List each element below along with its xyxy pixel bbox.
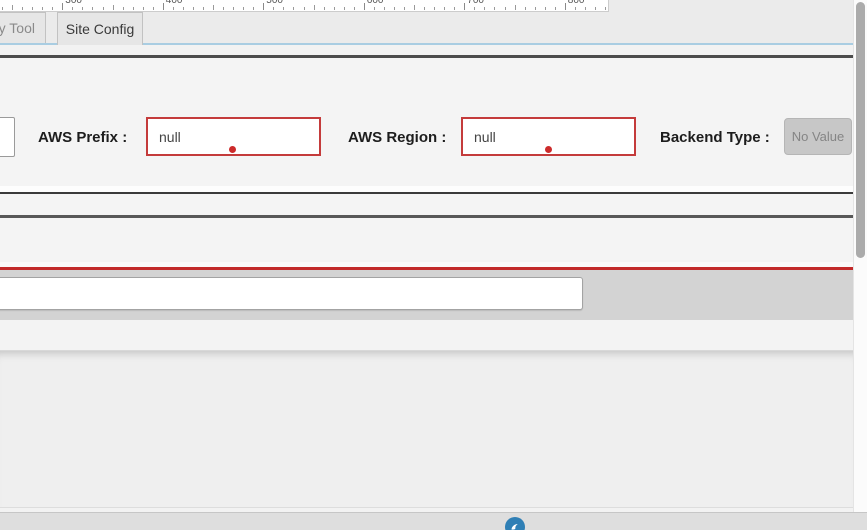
ruler-tick xyxy=(534,7,536,10)
tab-accent-line xyxy=(0,43,853,45)
aws-region-field xyxy=(461,117,636,156)
ruler-tick xyxy=(283,7,285,10)
ruler-tick xyxy=(233,7,235,10)
ruler-tick xyxy=(373,7,375,10)
ruler-tick xyxy=(404,7,405,10)
ruler-tick xyxy=(182,7,184,10)
ruler-label: 700 xyxy=(467,0,484,6)
ruler-tick xyxy=(444,7,446,10)
ruler-tick xyxy=(62,3,64,10)
ruler-tick xyxy=(605,7,606,10)
aws-prefix-label: AWS Prefix : xyxy=(38,129,128,146)
aws-prefix-input[interactable] xyxy=(146,117,321,156)
ruler-tick xyxy=(514,5,516,10)
ruler-tick xyxy=(32,7,34,10)
tab-site-config-label: Site Config xyxy=(65,21,135,37)
ruler-tick xyxy=(72,7,74,10)
ruler-tick xyxy=(484,7,486,10)
ruler-tick xyxy=(333,7,335,10)
aws-prefix-field xyxy=(146,117,321,156)
backend-type-value[interactable]: No Value xyxy=(784,118,852,155)
ruler-tick xyxy=(464,3,466,10)
ruler-tick xyxy=(343,7,345,10)
ruler-tick xyxy=(363,3,365,10)
status-band xyxy=(0,512,867,530)
ruler-tick xyxy=(454,7,456,10)
ruler-tick xyxy=(223,7,225,10)
divider-highlight xyxy=(0,262,853,267)
ruler-tick xyxy=(253,7,255,10)
ruler-tick xyxy=(474,7,476,10)
ruler-tick xyxy=(142,7,144,10)
ruler-tick xyxy=(162,3,164,10)
validation-dot xyxy=(545,146,552,153)
ruler-tick xyxy=(2,7,3,10)
ruler-tick xyxy=(524,7,526,10)
ruler-tick xyxy=(293,7,295,10)
content-area xyxy=(0,320,853,350)
ruler-tick xyxy=(172,7,174,10)
wide-text-input[interactable] xyxy=(0,277,583,310)
tab-tool-label: y Tool xyxy=(0,20,35,36)
ruler-tick xyxy=(424,7,426,10)
ruler-tick xyxy=(112,5,114,10)
section-divider xyxy=(0,192,853,194)
empty-panel xyxy=(0,350,853,508)
dove-icon[interactable] xyxy=(505,517,525,530)
ruler-tick xyxy=(414,5,416,10)
ruler-tick xyxy=(554,7,556,10)
ruler-tick xyxy=(353,7,355,10)
red-section-divider xyxy=(0,267,853,270)
ruler-tick xyxy=(273,7,275,10)
ruler-tick xyxy=(22,7,24,10)
ruler-tick xyxy=(82,7,84,10)
ruler-tick xyxy=(564,3,566,10)
tab-site-config[interactable]: Site Config xyxy=(57,12,143,45)
ruler-tick xyxy=(203,7,204,10)
ruler-tick xyxy=(42,7,44,10)
edge-input[interactable] xyxy=(0,117,15,157)
ruler-tick xyxy=(434,7,436,10)
ruler-tick xyxy=(263,3,265,10)
ruler-tick xyxy=(544,7,546,10)
tab-tool[interactable]: y Tool xyxy=(0,12,46,43)
ruler-tick xyxy=(303,7,305,10)
ruler-tick xyxy=(594,7,596,10)
ruler-tick xyxy=(152,7,154,10)
ruler-tick xyxy=(12,5,14,10)
section-divider xyxy=(0,55,853,58)
content-area xyxy=(0,218,853,262)
horizontal-ruler: 300 400 500 600 700 800 xyxy=(0,0,609,12)
ruler-tick xyxy=(504,7,506,10)
ruler-label: 400 xyxy=(165,0,183,6)
ruler-tick xyxy=(122,7,124,10)
backend-type-label: Backend Type : xyxy=(660,129,770,146)
ruler-tick xyxy=(243,7,245,10)
section-divider xyxy=(0,215,853,218)
scrollbar-thumb[interactable] xyxy=(856,2,865,258)
ruler-tick xyxy=(313,5,315,10)
divider-highlight xyxy=(0,186,853,192)
ruler-tick xyxy=(494,7,496,10)
ruler-tick xyxy=(323,7,325,10)
ruler-tick xyxy=(52,7,54,10)
ruler-label: 800 xyxy=(567,0,585,6)
ruler-label: 500 xyxy=(266,0,283,6)
ruler-tick xyxy=(393,7,395,10)
ruler-tick xyxy=(92,7,94,10)
ruler-tick xyxy=(132,7,134,10)
ruler-tick xyxy=(213,5,215,10)
ruler-label: 600 xyxy=(366,0,384,6)
ruler-tick xyxy=(383,7,385,10)
ruler-label: 300 xyxy=(65,0,82,6)
ruler-tick xyxy=(574,7,576,10)
dove-icon-glyph xyxy=(511,524,518,530)
aws-region-label: AWS Region : xyxy=(348,129,447,146)
validation-dot xyxy=(229,146,236,153)
ruler-tick xyxy=(102,7,104,10)
ruler-tick xyxy=(584,7,586,10)
vertical-scrollbar[interactable] xyxy=(853,0,867,512)
ruler-tick xyxy=(192,7,194,10)
